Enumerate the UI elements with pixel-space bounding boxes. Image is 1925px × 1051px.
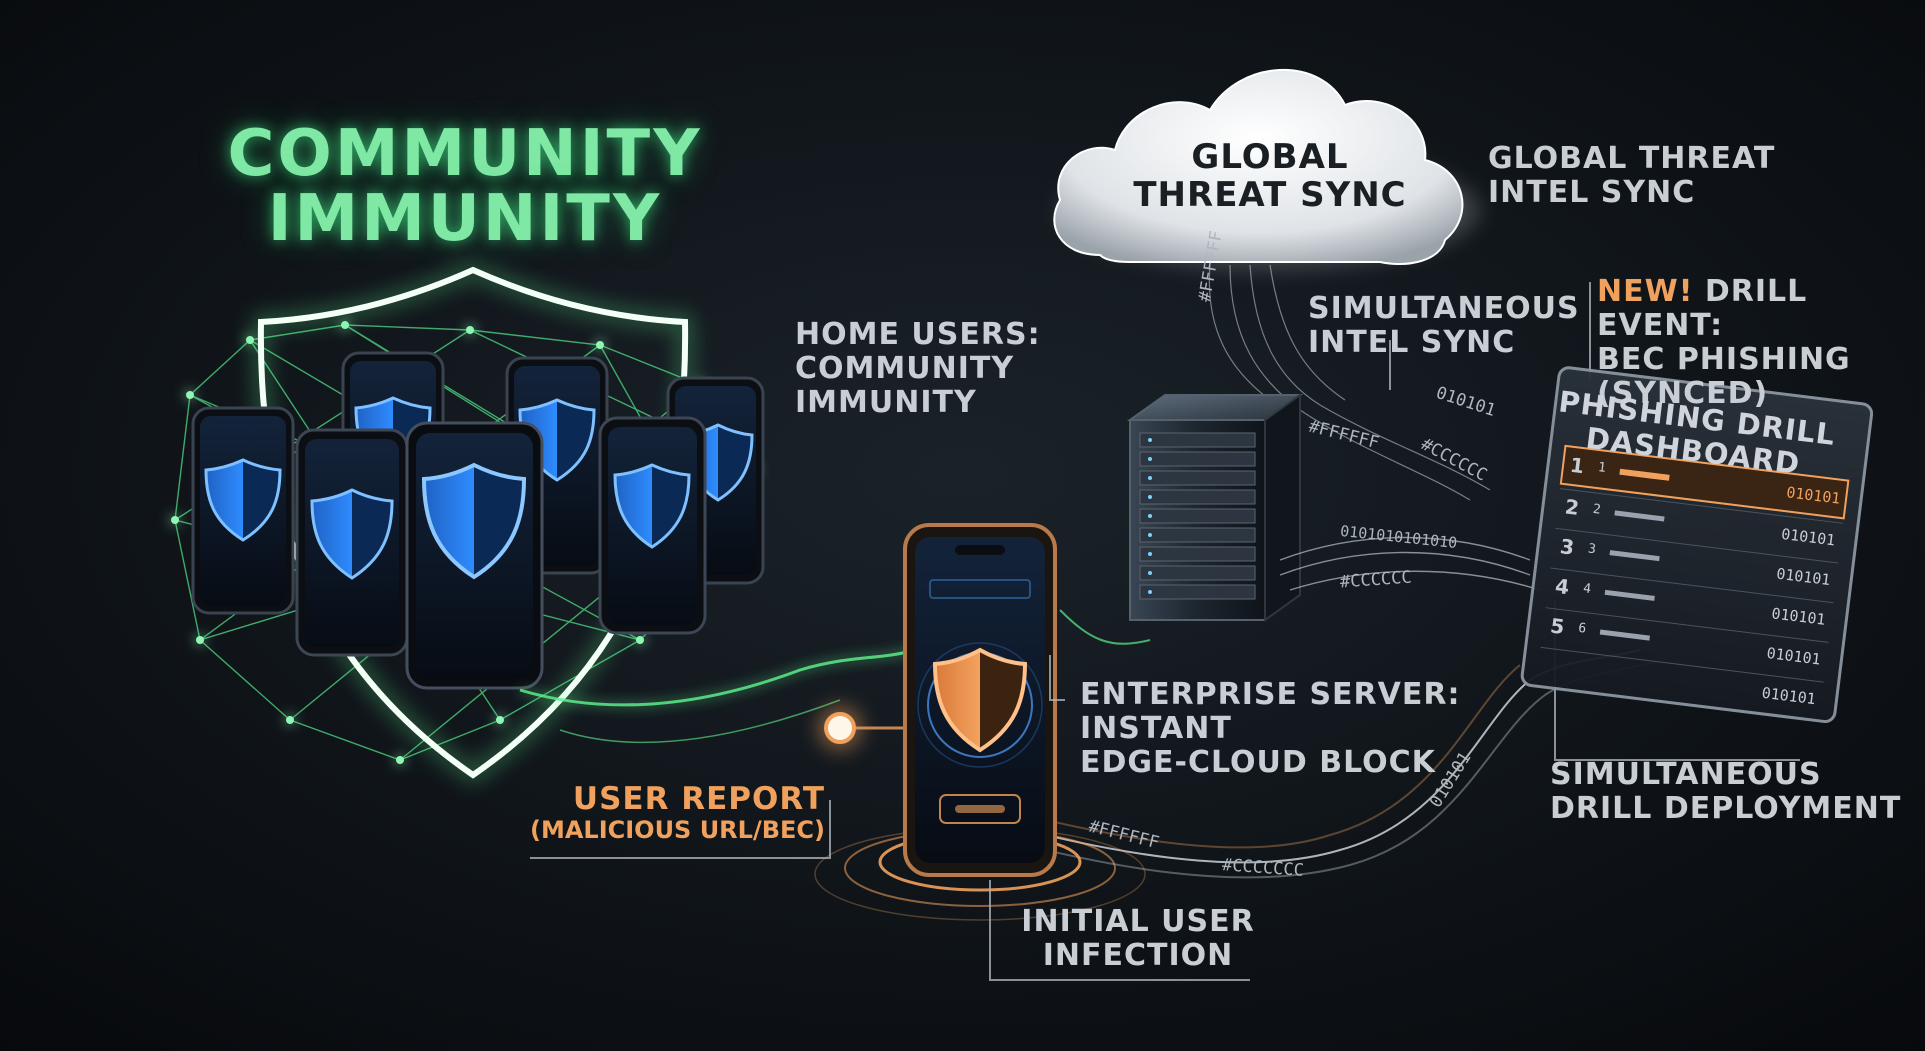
label-line: INFECTION [1042,937,1234,973]
smartphone-icon [598,416,707,635]
title-line: IMMUNITY [267,182,663,257]
title-community-immunity: COMMUNITY IMMUNITY [195,117,735,257]
label-line: COMMUNITY [795,350,1015,386]
dashboard-row-code: 010101 [1785,483,1842,508]
smartphone-icon [295,428,409,657]
label-line: (SYNCED) [1597,375,1769,411]
dashboard-row-code: 010101 [1780,524,1837,550]
label-line: BEC PHISHING [1597,341,1851,377]
label-line: EDGE-CLOUD BLOCK [1080,744,1436,780]
label-line: NEW! DRILL EVENT: [1597,275,1925,343]
label-line: USER REPORT [572,781,825,817]
label-line: GLOBAL THREAT [1488,141,1776,176]
home-users-label: HOME USERS: COMMUNITY IMMUNITY [795,318,1041,420]
initial-infection-label: INITIAL USER INFECTION [1018,905,1258,973]
server-to-dashboard-stream [1279,536,1541,591]
label-line: GLOBAL [1191,137,1349,177]
dashboard-rows: 1 1 010101 2 2 010101 3 3 010101 4 4 010… [1521,367,1873,723]
dashboard-row-number: 5 [1549,613,1566,640]
dashboard-row-number: 3 [1558,534,1576,560]
cloud-label: GLOBAL THREAT SYNC [1115,138,1425,215]
dashboard-row-code: 010101 [1775,564,1832,590]
label-line: INITIAL USER [1021,904,1255,939]
infected-phone [814,523,1146,921]
dashboard-row-sub: 1 [1597,460,1607,476]
label-line: INSTANT [1080,710,1232,746]
new-badge: NEW! [1597,274,1694,309]
label-line: HOME USERS: [795,317,1041,352]
label-line: ENTERPRISE SERVER: [1080,677,1461,712]
drill-event-text: DRILL EVENT: [1597,274,1808,343]
dashboard-row-sub: 3 [1587,541,1597,558]
drill-event-label: NEW! DRILL EVENT: BEC PHISHING (SYNCED) [1597,275,1925,411]
dashboard-icon [1520,366,1874,724]
enterprise-server-label: ENTERPRISE SERVER: INSTANT EDGE-CLOUD BL… [1080,678,1460,780]
dashboard-row-number: 1 [1568,452,1586,479]
smartphone-icon [191,406,295,615]
simultaneous-intel-label: SIMULTANEOUS INTEL SYNC [1308,292,1580,360]
title-line: COMMUNITY [227,117,703,191]
label-line: IMMUNITY [795,384,977,420]
label-line: SIMULTANEOUS [1308,291,1580,326]
dashboard-row-code: 010101 [1765,644,1822,669]
shield-icon [932,647,1028,753]
label-line: INTEL SYNC [1488,174,1696,210]
server-flow-line [1059,609,1151,645]
report-node [824,712,856,744]
server-rack-icon [1126,393,1304,622]
label-line: THREAT SYNC [1133,175,1407,216]
dashboard-row-bar [1619,468,1670,481]
shield-outline [257,266,689,779]
dashboard-row-code: 010101 [1760,683,1817,709]
community-phones [191,351,765,690]
community-flow-line [519,648,916,707]
cloud-icon [1053,69,1480,270]
dashboard-row-sub: 4 [1582,581,1592,598]
label-line: (MALICIOUS URL/BEC) [529,816,825,845]
global-intel-label: GLOBAL THREAT INTEL SYNC [1488,142,1775,210]
user-report-label: USER REPORT (MALICIOUS URL/BEC) [515,781,825,845]
community-flow-line [559,699,841,744]
label-line: INTEL SYNC [1308,324,1516,360]
dashboard-row-number: 4 [1553,573,1571,600]
dashboard-row-highlight [1559,444,1850,520]
simultaneous-drill-label: SIMULTANEOUS DRILL DEPLOYMENT [1550,758,1901,826]
dashboard-row-code: 010101 [1770,604,1827,629]
label-line: SIMULTANEOUS [1550,757,1822,792]
dashboard-row-sub: 2 [1592,501,1602,518]
smartphone-icon [405,421,544,690]
dashboard-row-number: 2 [1563,494,1581,520]
label-line: DRILL DEPLOYMENT [1550,790,1902,826]
dashboard-row-sub: 6 [1577,620,1588,637]
